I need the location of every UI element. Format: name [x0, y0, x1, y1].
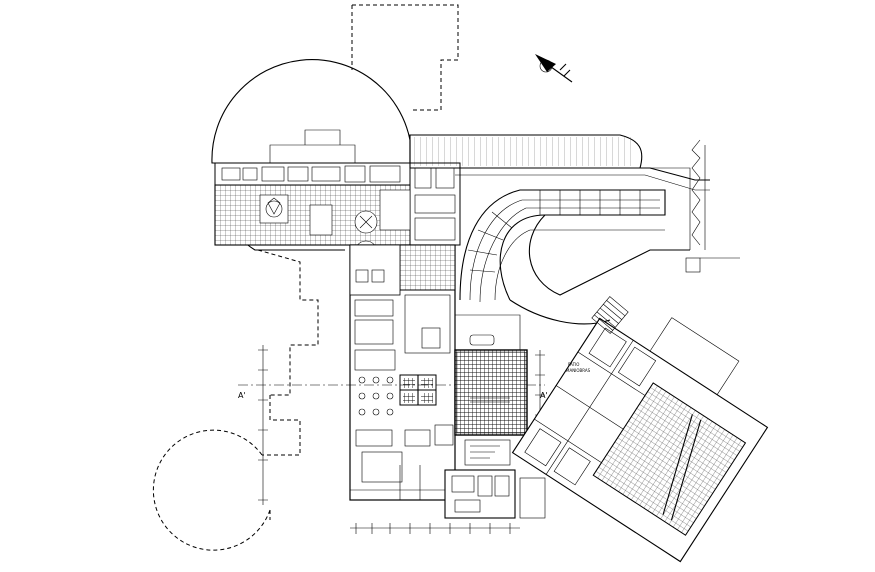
section-marker-right: A' — [540, 391, 548, 400]
parking-stalls — [691, 139, 706, 250]
site-boundary-top — [352, 4, 459, 111]
circular-garden — [152, 429, 271, 551]
dining-area — [358, 376, 394, 416]
north-arrow-icon — [535, 54, 573, 83]
main-hall — [454, 349, 528, 436]
parking-label-line1: PATIO — [568, 362, 579, 367]
staircase — [591, 296, 629, 334]
diagonal-wing — [511, 317, 769, 563]
curved-ramp — [459, 189, 666, 301]
circular-pavilion — [211, 59, 411, 164]
parking-label-line2: MANIOBRAS — [566, 368, 591, 373]
site-boundary-left — [262, 395, 301, 456]
section-marker-left: A' — [238, 391, 246, 400]
